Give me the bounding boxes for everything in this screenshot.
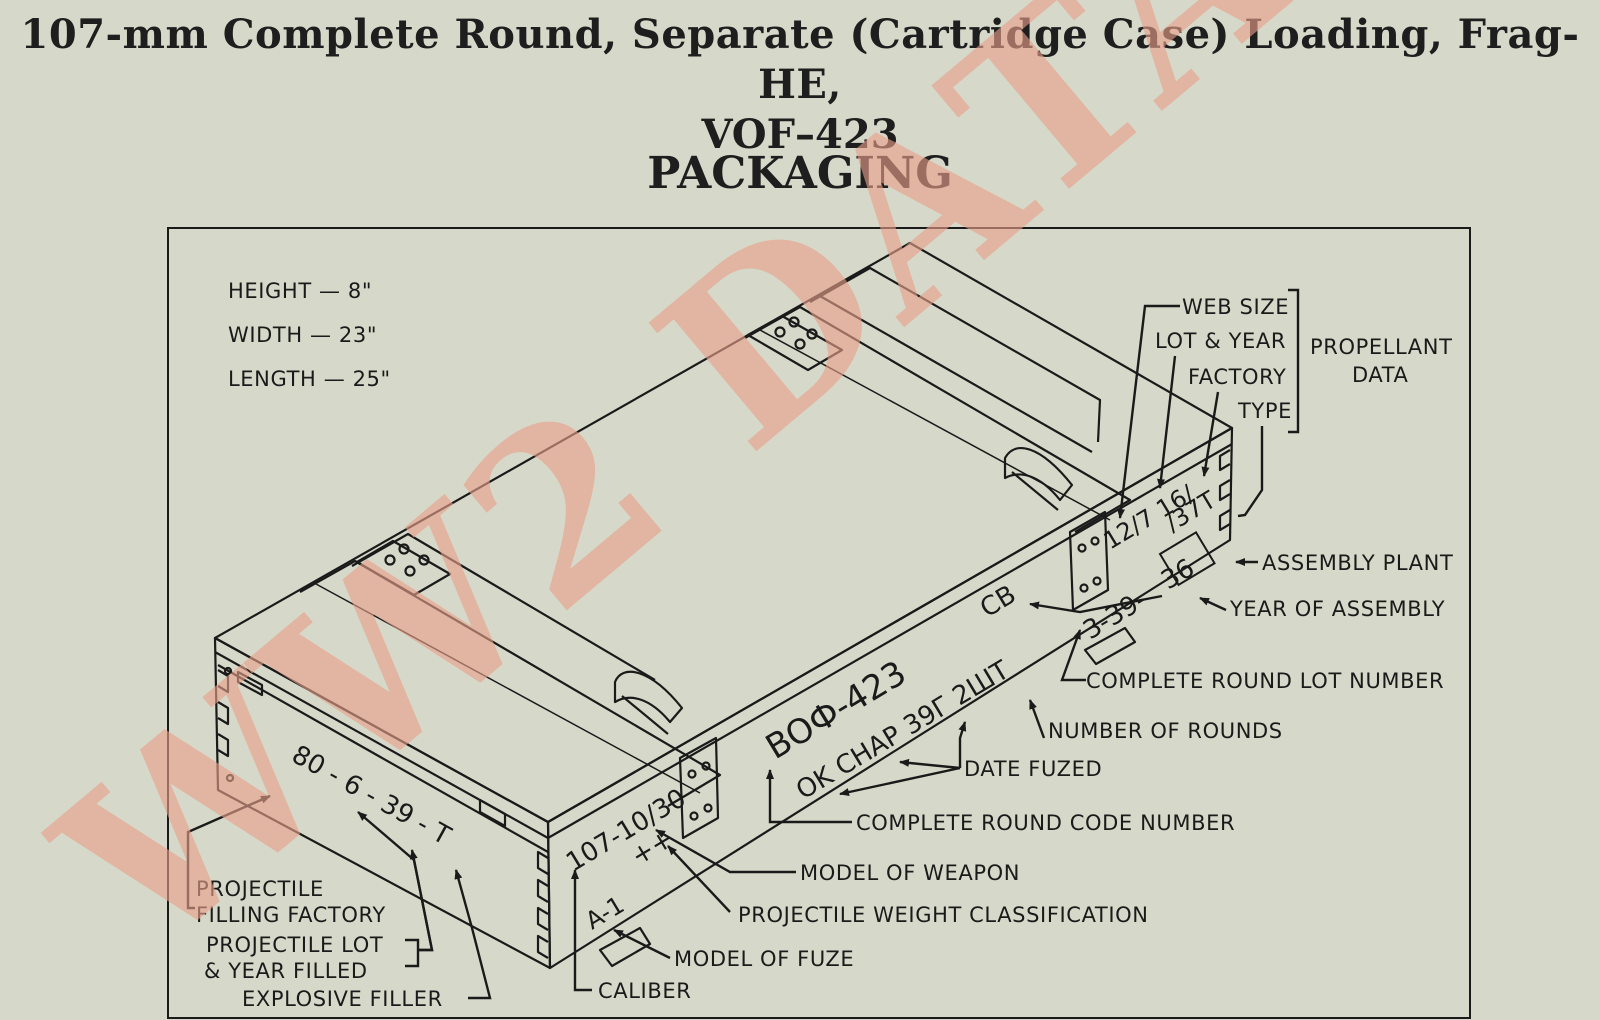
callout-labels: WEB SIZE LOT & YEAR FACTORY TYPE PROPELL… — [196, 295, 1453, 1011]
page-subtitle: VOF–423 — [701, 111, 899, 158]
hinge-plate-top — [746, 314, 844, 372]
label-date-fuzed: DATE FUZED — [964, 757, 1102, 781]
label-model-of-weapon: MODEL OF WEAPON — [800, 861, 1020, 885]
dim-width: WIDTH — 23" — [228, 323, 377, 347]
label-type: TYPE — [1237, 399, 1292, 423]
label-propellant-data-1: PROPELLANT — [1310, 335, 1453, 359]
dimensions-block: HEIGHT — 8" WIDTH — 23" LENGTH — 25" — [228, 279, 391, 391]
stencil-plant: CB — [975, 580, 1021, 624]
label-projectile-weight: PROJECTILE WEIGHT CLASSIFICATION — [738, 903, 1149, 927]
label-filling-factory-1: PROJECTILE — [196, 877, 324, 901]
dim-length: LENGTH — 25" — [228, 367, 391, 391]
ammo-box — [213, 241, 1234, 970]
section-heading: PACKAGING — [647, 148, 953, 199]
page-title: 107-mm Complete Round, Separate (Cartrid… — [20, 11, 1580, 108]
handle-left — [613, 670, 684, 724]
label-web-size: WEB SIZE — [1182, 295, 1289, 319]
label-caliber: CALIBER — [598, 979, 691, 1003]
diagram-frame — [167, 227, 1471, 1019]
label-lot-filled-2: & YEAR FILLED — [204, 959, 368, 983]
label-year-of-assembly: YEAR OF ASSEMBLY — [1229, 597, 1445, 621]
clasp-left — [678, 736, 720, 840]
label-lot-filled-1: PROJECTILE LOT — [206, 933, 383, 957]
title-block: 107-mm Complete Round, Separate (Cartrid… — [0, 10, 1600, 160]
stencil-caliber-weapon: 107-10/30 — [561, 783, 691, 878]
clasp-right — [1068, 510, 1110, 612]
label-factory: FACTORY — [1188, 365, 1286, 389]
dim-height: HEIGHT — 8" — [228, 279, 372, 303]
label-number-of-rounds: NUMBER OF ROUNDS — [1048, 719, 1283, 743]
leader-lines — [186, 288, 1300, 1000]
stencil-year-box — [1158, 530, 1216, 587]
label-assembly-plant: ASSEMBLY PLANT — [1262, 551, 1453, 575]
stencil-lot-line: 3-39- — [1078, 585, 1152, 646]
label-filling-factory-2: FILLING FACTORY — [196, 903, 386, 927]
hinge-plate-mid — [355, 539, 452, 597]
stencil-fuze: A-1 — [581, 891, 630, 936]
label-lot-year: LOT & YEAR — [1155, 329, 1286, 353]
label-model-of-fuze: MODEL OF FUZE — [674, 947, 854, 971]
label-propellant-data-2: DATA — [1352, 363, 1409, 387]
box-end-face — [213, 636, 552, 970]
label-complete-round-lot: COMPLETE ROUND LOT NUMBER — [1086, 669, 1444, 693]
label-complete-round-code: COMPLETE ROUND CODE NUMBER — [856, 811, 1235, 835]
label-explosive-filler: EXPLOSIVE FILLER — [242, 987, 443, 1011]
